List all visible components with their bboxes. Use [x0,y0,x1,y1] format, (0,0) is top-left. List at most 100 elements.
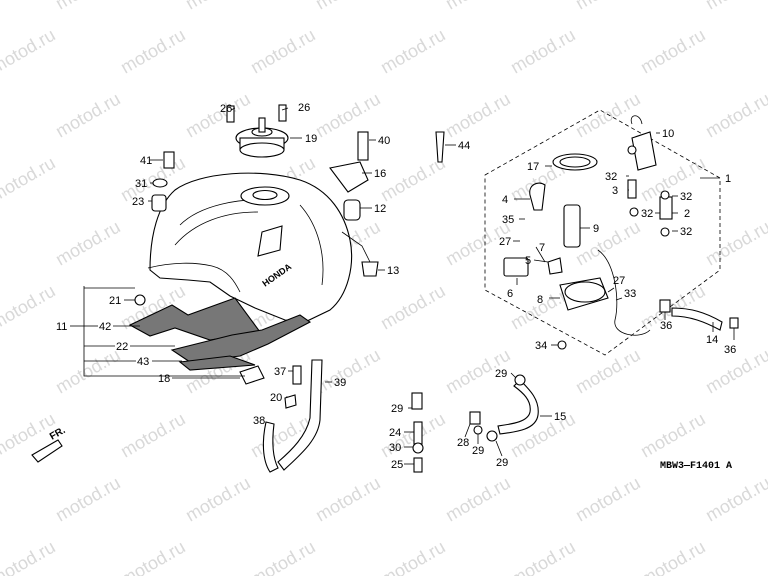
tank-mounting-parts [134,131,445,306]
callout-21: 21 [109,295,121,307]
watermark-text: motod.ru [637,281,709,334]
watermark-text: motod.ru [312,345,384,398]
callout-32-right-top: 32 [680,191,692,203]
callout-42: 42 [99,321,111,333]
watermark-text: motod.ru [377,25,449,78]
watermark-text: motod.ru [117,537,189,576]
fuel-feed-line [411,374,539,473]
watermark-text: motod.ru [52,89,124,142]
fuel-tank: HONDA [147,172,371,323]
callout-35: 35 [502,214,514,226]
watermark-text: motod.ru [507,25,579,78]
watermark-text: motod.ru [702,473,768,526]
watermark-text: motod.ru [572,89,644,142]
watermark-text: motod.ru [377,537,449,576]
callout-36-right: 36 [724,344,736,356]
watermark-text: motod.ru [52,0,124,13]
callout-8: 8 [537,294,543,306]
callout-29-bottom: 29 [496,457,508,469]
callout-44: 44 [458,140,470,152]
callout-29-left: 29 [391,403,403,415]
callout-17: 17 [527,161,539,173]
watermark-text: motod.ru [312,0,384,13]
callout-18: 18 [158,373,170,385]
callout-16: 16 [374,168,386,180]
fuel-pump-assembly [484,109,739,356]
callout-23: 23 [132,196,144,208]
callout-12: 12 [374,203,386,215]
watermark-text: motod.ru [182,473,254,526]
callout-7: 7 [539,242,545,254]
callout-15: 15 [554,411,566,423]
callout-29-mid: 29 [472,445,484,457]
watermark-text: motod.ru [377,409,449,462]
callout-24: 24 [389,427,401,439]
callout-43: 43 [137,356,149,368]
callout-40: 40 [378,135,390,147]
watermark-text: motod.ru [117,409,189,462]
watermark-text: motod.ru [572,345,644,398]
fuel-filler-cap [226,104,289,158]
callout-14: 14 [706,334,718,346]
watermark-text: motod.ru [572,0,644,13]
callout-11: 11 [56,321,67,333]
watermark-text: motod.ru [52,345,124,398]
callout-labels: 26 26 19 40 41 31 23 16 12 13 44 21 11 4… [56,102,736,471]
callout-32-mid: 32 [641,208,653,220]
watermark-text: motod.ru [507,537,579,576]
callout-32-top: 32 [605,171,617,183]
leader-lines [70,107,735,465]
callout-1: 1 [725,173,731,185]
callout-39: 39 [334,377,346,389]
callout-5: 5 [525,255,531,267]
watermark-text: motod.ru [182,0,254,13]
callout-3: 3 [612,185,618,197]
watermark-text: motod.ru [117,25,189,78]
callout-2: 2 [684,208,690,220]
callout-37: 37 [274,366,286,378]
callout-27-lower: 27 [613,275,625,287]
callout-6: 6 [507,288,513,300]
callout-13: 13 [387,265,399,277]
callout-33: 33 [624,288,636,300]
watermark-text: motod.ru [52,473,124,526]
watermark-text: motod.ru [507,409,579,462]
callout-4: 4 [502,194,508,206]
watermark-text: motod.ru [247,25,319,78]
watermark-text: motod.ru [0,153,59,206]
callout-20: 20 [270,392,282,404]
watermark-text: motod.ru [442,473,514,526]
watermark-text: motod.ru [247,537,319,576]
watermark-text: motod.ru [312,89,384,142]
drain-hoses [262,359,323,473]
watermark-text: motod.ru [442,89,514,142]
watermark-text: motod.ru [702,0,768,13]
diagram-code: MBW3—F1401 A [660,461,732,472]
watermark-text: motod.ru [0,537,59,576]
callout-38: 38 [253,415,265,427]
callout-27-upper: 27 [499,236,511,248]
callout-26-right: 26 [298,102,310,114]
callout-36-left: 36 [660,320,672,332]
watermark-text: motod.ru [637,25,709,78]
callout-9: 9 [593,223,599,235]
callout-28: 28 [457,437,469,449]
callout-19: 19 [305,133,317,145]
watermark-text: motod.ru [702,217,768,270]
callout-10: 10 [662,128,674,140]
watermark-text: motod.ru [637,537,709,576]
watermark-text: motod.ru [312,473,384,526]
watermark-text: motod.ru [0,25,59,78]
watermark-text: motod.ru [0,281,59,334]
callout-29-top: 29 [495,368,507,380]
callout-31: 31 [135,178,147,190]
watermark-text: motod.ru [52,217,124,270]
callout-26-left: 26 [220,103,232,115]
watermark-text: motod.ru [637,409,709,462]
callout-22: 22 [116,341,128,353]
callout-25: 25 [391,459,403,471]
callout-41: 41 [140,155,152,167]
tank-pads [128,297,312,385]
